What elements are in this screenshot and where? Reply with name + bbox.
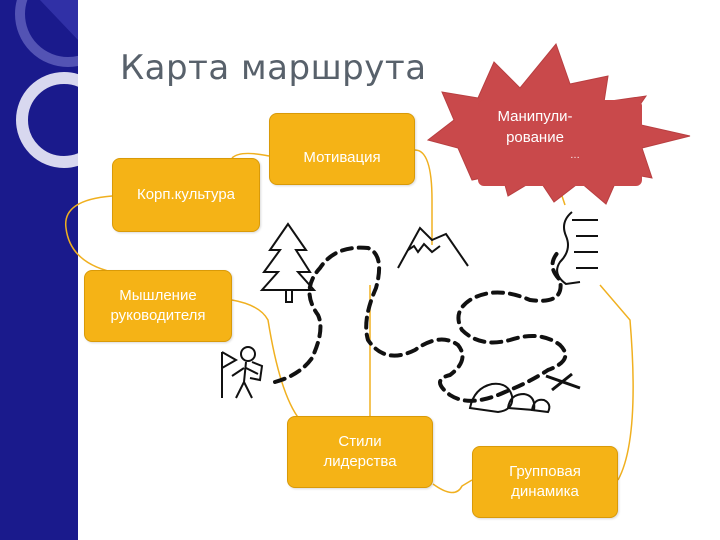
- hiker-icon: [221, 346, 264, 399]
- mountain-icon: [397, 226, 469, 269]
- left-decorative-band: [0, 0, 78, 540]
- motivation-box: Мотивация: [269, 113, 415, 185]
- rocks-icon: [468, 382, 551, 414]
- connector-corp-to-thinking: [65, 195, 113, 273]
- route-path: [273, 245, 568, 403]
- manipulation-label: Манипули- рование: [497, 108, 573, 146]
- connector-group-to-waves: [599, 284, 634, 481]
- leadership-styles-box: Стили лидерства: [287, 416, 433, 488]
- burst-hidden-fragment: …: [570, 150, 580, 161]
- connector-styles-to-group: [432, 479, 473, 494]
- leader-thinking-box: Мышление руководителя: [84, 270, 232, 342]
- group-dynamics-box: Групповая динамика: [472, 446, 618, 518]
- tree-icon: [259, 222, 317, 303]
- manipulation-burst-shape: [426, 42, 691, 205]
- slide-title: Карта маршрута: [120, 48, 427, 88]
- connector-motivation-to-burst: [414, 149, 433, 245]
- connector-motivation-corp: [231, 152, 270, 159]
- x-mark-icon: [545, 372, 581, 392]
- waterfall-icon: [556, 211, 598, 286]
- corp-culture-box: Корп.культура: [112, 158, 260, 232]
- band-circles-decoration: [15, 0, 78, 168]
- connector-thinking-to-styles: [231, 299, 301, 421]
